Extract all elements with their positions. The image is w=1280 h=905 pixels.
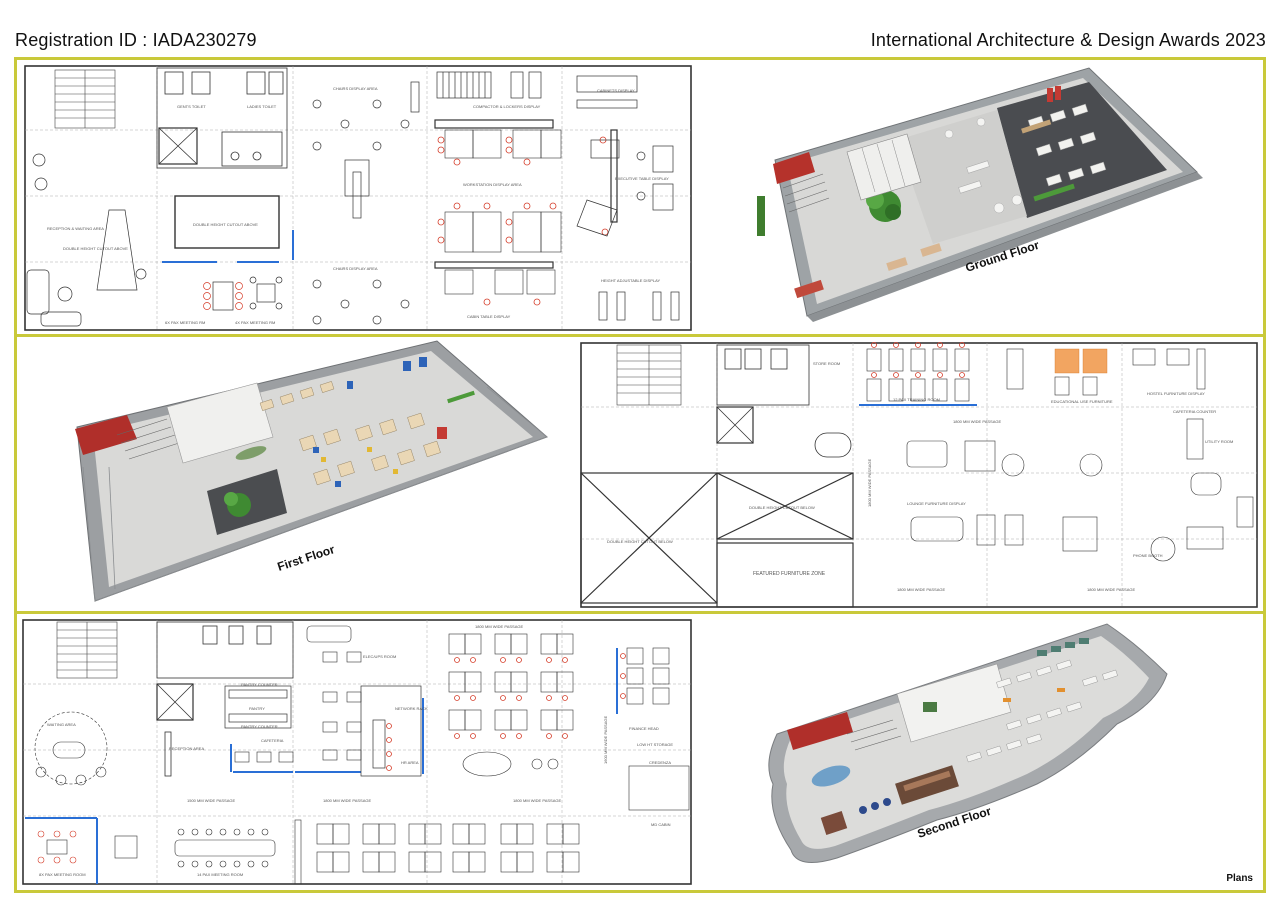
plan-label: RECEPTION & WAITING AREA bbox=[47, 226, 104, 231]
plan-label: 14 PAX MEETING ROOM bbox=[197, 872, 243, 877]
plan-label: 6X PAX MEETING RM bbox=[165, 320, 205, 325]
plan-label: WORKSTATION DISPLAY AREA bbox=[463, 182, 522, 187]
plan-label: FINANCE HEAD bbox=[629, 726, 659, 731]
first-floor-3d-view: First Floor bbox=[75, 340, 548, 602]
second-floor-3d-view: Second Floor bbox=[768, 623, 1168, 863]
plan-label: 1600 MM WIDE PASSAGE bbox=[603, 716, 608, 764]
ground-floor-3d-view: Ground Floor bbox=[757, 67, 1203, 322]
plan-label: ELEC/UPS ROOM bbox=[363, 654, 396, 659]
plan-label: 1800 MM WIDE PASSAGE bbox=[1087, 587, 1135, 592]
plan-label: PANTRY COUNTER bbox=[241, 682, 278, 687]
plan-label: GENTS TOILET bbox=[177, 104, 206, 109]
ground-floor-plan: GENTS TOILET LADIES TOILET DOUBLE HEIGHT… bbox=[24, 65, 692, 331]
plan-label: 1800 MM WIDE PASSAGE bbox=[897, 587, 945, 592]
plan-label: DOUBLE HEIGHT CUTOUT ABOVE bbox=[63, 246, 128, 251]
plan-label: CABIN TABLE DISPLAY bbox=[467, 314, 511, 319]
ground-floor-3d-frame: Ground Floor bbox=[697, 57, 1266, 337]
plan-label: HR AREA bbox=[401, 760, 419, 765]
plan-label: DOUBLE HEIGHT CUTOUT BELOW bbox=[607, 539, 673, 544]
plan-label: HOSTEL FURNITURE DISPLAY bbox=[1147, 391, 1205, 396]
plan-label: 1800 MM WIDE PASSAGE bbox=[867, 459, 872, 507]
plan-label: CABINETS DISPLAY bbox=[597, 88, 635, 93]
plan-label: 1800 MM WIDE PASSAGE bbox=[475, 624, 523, 629]
event-title: International Architecture & Design Awar… bbox=[870, 30, 1266, 50]
plan-label: 8X PAX MEETING ROOM bbox=[39, 872, 86, 877]
plan-label: LADIES TOILET bbox=[247, 104, 277, 109]
plan-label: DOUBLE HEIGHT CUTOUT BELOW bbox=[749, 505, 815, 510]
plans-tag: Plans bbox=[1226, 873, 1253, 884]
plan-label: HEIGHT ADJUSTABLE DISPLAY bbox=[601, 278, 660, 283]
first-floor-plan: STORE ROOM DOUBLE HEIGHT CUTOUT BELOW DO… bbox=[580, 342, 1258, 608]
plan-label: 1800 MM WIDE PASSAGE bbox=[953, 419, 1001, 424]
ground-floor-plan-frame: GENTS TOILET LADIES TOILET DOUBLE HEIGHT… bbox=[14, 57, 700, 337]
plan-label: CHAIRS DISPLAY AREA bbox=[333, 86, 378, 91]
plan-label: COMPACTOR & LOCKERS DISPLAY bbox=[473, 104, 541, 109]
plan-label: CHAIRS DISPLAY AREA bbox=[333, 266, 378, 271]
plan-label: STORE ROOM bbox=[813, 361, 840, 366]
plan-label: DOUBLE HEIGHT CUTOUT ABOVE bbox=[193, 222, 258, 227]
plan-label: RECEPTION AREA bbox=[169, 746, 204, 751]
plan-label: LOUNGE FURNITURE DISPLAY bbox=[907, 501, 966, 506]
plan-label: 1800 MM WIDE PASSAGE bbox=[513, 798, 561, 803]
second-floor-plan-frame: WAITING AREA RECEPTION AREA PANTRY COUNT… bbox=[14, 611, 700, 893]
plan-label: LOW HT STORAGE bbox=[637, 742, 673, 747]
plan-label: EDUCATIONAL USE FURNITURE bbox=[1051, 399, 1113, 404]
plan-label: 4X PAX MEETING RM bbox=[235, 320, 275, 325]
plan-label: FEATURED FURNITURE ZONE bbox=[753, 571, 826, 577]
second-floor-plan: WAITING AREA RECEPTION AREA PANTRY COUNT… bbox=[22, 619, 692, 885]
second-floor-3d-frame: Second Floor Plans bbox=[697, 611, 1266, 893]
plan-label: PANTRY COUNTER bbox=[241, 724, 278, 729]
plan-label: 12 PAX TRAINING ROOM bbox=[893, 397, 940, 402]
plan-label: PHONE BOOTH bbox=[1133, 553, 1163, 558]
first-floor-caption: First Floor bbox=[276, 542, 337, 574]
plan-label: CREDENZA bbox=[649, 760, 671, 765]
plan-label: PANTRY bbox=[249, 706, 265, 711]
plan-label: UTILITY ROOM bbox=[1205, 439, 1233, 444]
plan-label: NETWORK RACK bbox=[395, 706, 428, 711]
first-floor-plan-frame: STORE ROOM DOUBLE HEIGHT CUTOUT BELOW DO… bbox=[577, 334, 1266, 614]
plan-label: 1800 MM WIDE PASSAGE bbox=[323, 798, 371, 803]
plan-label: EXECUTIVE TABLE DISPLAY bbox=[615, 176, 669, 181]
plan-label: CAFETERIA COUNTER bbox=[1173, 409, 1216, 414]
registration-id: Registration ID : IADA230279 bbox=[15, 30, 257, 50]
plan-label: CAFETERIA bbox=[261, 738, 284, 743]
plan-label: 1500 MM WIDE PASSAGE bbox=[187, 798, 235, 803]
plan-label: WAITING AREA bbox=[47, 722, 76, 727]
first-floor-3d-frame: First Floor bbox=[14, 334, 580, 614]
plan-label: MD CABIN bbox=[651, 822, 671, 827]
